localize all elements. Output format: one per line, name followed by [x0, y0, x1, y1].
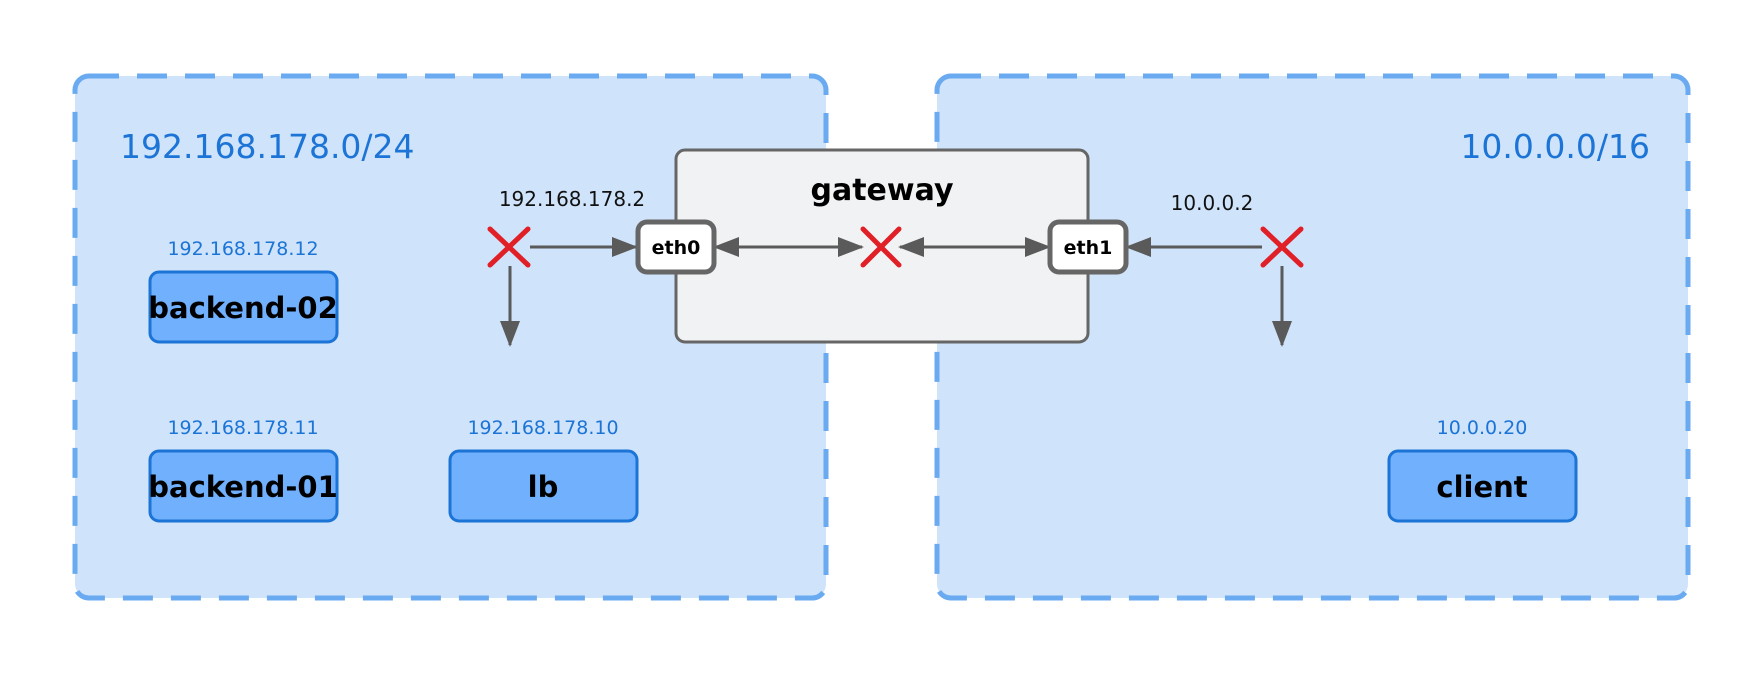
- host-name-backend-01: backend-01: [148, 470, 338, 504]
- interface-eth0: eth0: [635, 219, 717, 275]
- junction-cross-left-icon: [487, 226, 531, 268]
- host-ip-backend-01: 192.168.178.11: [167, 417, 318, 439]
- host-ip-lb: 192.168.178.10: [467, 417, 618, 439]
- host-ip-backend-02: 192.168.178.12: [167, 238, 318, 260]
- host-backend-01: 192.168.178.11 backend-01: [148, 417, 339, 523]
- host-backend-02: 192.168.178.12 backend-02: [148, 238, 339, 344]
- junction-cross-center-icon: [860, 226, 902, 268]
- host-client: 10.0.0.20 client: [1387, 417, 1578, 523]
- host-name-lb: lb: [528, 470, 559, 504]
- gateway-title: gateway: [811, 173, 954, 208]
- host-name-client: client: [1436, 470, 1527, 504]
- interface-eth1-ip: 10.0.0.2: [1171, 191, 1254, 215]
- host-lb: 192.168.178.10 lb: [448, 417, 639, 523]
- junction-cross-right-icon: [1260, 226, 1304, 268]
- host-name-backend-02: backend-02: [148, 291, 338, 325]
- network-cidr-left: 192.168.178.0/24: [120, 127, 415, 166]
- interface-eth1-label: eth1: [1064, 237, 1113, 259]
- host-ip-client: 10.0.0.20: [1437, 417, 1528, 439]
- arrows: [500, 237, 1292, 347]
- interface-eth1: eth1: [1047, 219, 1129, 275]
- interface-eth0-ip: 192.168.178.2: [499, 187, 645, 211]
- interface-eth0-label: eth0: [652, 237, 701, 259]
- network-cidr-right: 10.0.0.0/16: [1460, 127, 1650, 166]
